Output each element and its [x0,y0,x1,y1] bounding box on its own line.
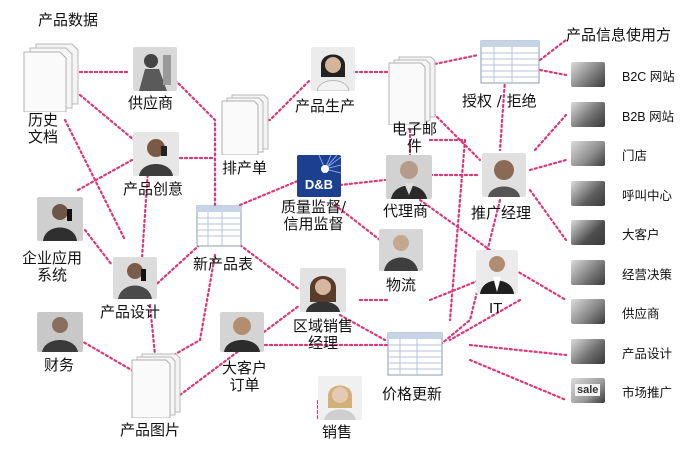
schedule-sheet-icon [221,94,269,155]
info-consumers-title: 产品信息使用方 [566,26,672,44]
sidebar-item-label: 市场推广 [622,386,673,400]
product-images-icon [131,353,181,418]
finance-label: 财务 [44,356,75,374]
sidebar-item-label: B2C 网站 [622,70,675,84]
history-docs-icon [23,43,79,112]
b2b-website-icon [571,102,605,127]
production-label: 产品生产 [295,97,356,115]
sales-photo [318,376,362,420]
sidebar-item-label: 产品设计 [622,347,673,361]
history-docs-label: 历史 文档 [28,111,59,146]
quality-monitor-label: 质量监督/ 信用监督 [281,198,347,233]
dnb-logo-text: D&B [304,177,334,192]
sidebar-item-label: 呼叫中心 [622,189,673,203]
product-creative-photo [133,132,179,176]
sale-badge: sale [575,384,601,396]
email-label: 电子邮 件 [392,120,438,155]
key-account-order-photo [220,312,264,352]
promo-manager-photo [482,153,526,197]
b2c-website-icon [571,62,605,87]
supplier-photo [133,47,177,91]
authorize-reject-sheet-icon [480,40,540,84]
promo-manager-label: 推广经理 [471,204,532,222]
price-update-label: 价格更新 [382,385,443,403]
agent-label: 代理商 [383,202,429,220]
production-photo [311,47,355,91]
email-icon [388,56,436,125]
starburst-icon [318,155,341,174]
agent-photo [386,155,432,199]
sidebar-item-label: 经营决策 [622,268,673,282]
product-design-icon [571,339,605,364]
enterprise-apps-label: 企业应用 系统 [22,249,83,284]
marketing-icon: sale [571,378,605,403]
schedule-sheet-label: 排产单 [222,159,268,177]
new-product-sheet-icon [196,205,242,247]
sidebar-item-label: 大客户 [622,228,660,242]
enterprise-apps-photo [37,197,83,241]
key-account-order-label: 大客户 订单 [222,359,268,394]
sidebar-item-label: B2B 网站 [622,110,675,124]
logistics-label: 物流 [386,276,417,294]
regional-sales-manager-label: 区域销售 经理 [293,317,354,352]
finance-photo [37,312,83,352]
logistics-photo [379,229,423,271]
key-account-icon [571,220,605,245]
product-images-label: 产品图片 [120,421,181,439]
it-label: IT [489,300,503,317]
regional-sales-manager-photo [300,268,346,312]
store-icon [571,141,605,166]
business-decision-icon [571,260,605,285]
it-photo [476,250,518,294]
authorize-reject-label: 授权 / 拒绝 [462,92,537,110]
new-product-sheet-label: 新产品表 [193,255,254,273]
price-update-sheet-icon [387,332,443,376]
product-data-title: 产品数据 [38,11,99,29]
product-creative-label: 产品创意 [123,180,184,198]
sidebar-item-label: 门店 [622,149,648,163]
call-center-icon [571,181,605,206]
product-design-photo [113,257,157,299]
sales-label: 销售 [322,423,353,441]
supplier-icon [571,299,605,324]
dnb-logo: D&B [297,155,341,197]
product-design-label: 产品设计 [100,303,161,321]
sidebar-item-label: 供应商 [622,307,660,321]
supplier-label: 供应商 [128,94,174,112]
